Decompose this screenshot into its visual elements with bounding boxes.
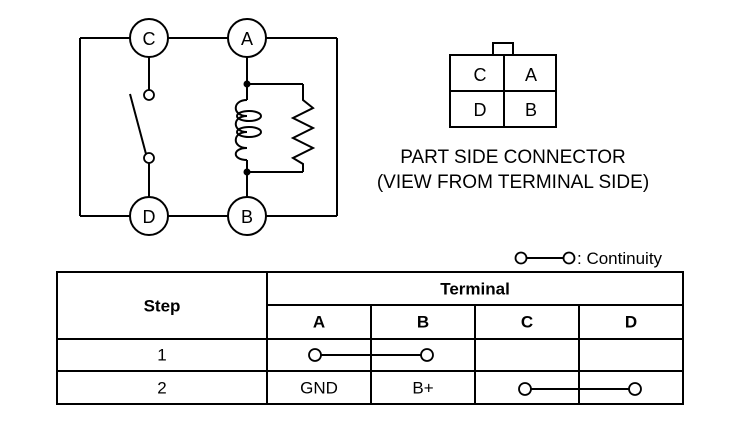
table-row1-continuity-a-b xyxy=(308,348,434,362)
table-header-terminal: Terminal xyxy=(440,280,510,299)
legend-circle-right xyxy=(562,251,576,265)
connector-cell-b: B xyxy=(525,100,537,120)
terminal-a-label: A xyxy=(241,29,253,49)
connector-caption-line2: (VIEW FROM TERMINAL SIDE) xyxy=(377,172,649,193)
terminal-d-label: D xyxy=(143,207,156,227)
terminal-b-label: B xyxy=(241,207,253,227)
connector-latch xyxy=(492,42,514,56)
coil-core-2 xyxy=(236,126,262,138)
terminal-d: D xyxy=(129,196,169,236)
table-row2-col-a: GND xyxy=(300,379,338,398)
table-row1-step: 1 xyxy=(157,346,166,365)
table-row2-continuity-c-d xyxy=(518,382,642,396)
connector-caption-line1: PART SIDE CONNECTOR xyxy=(400,147,626,168)
table-row2-step: 2 xyxy=(157,379,166,398)
coil-core-1 xyxy=(236,110,262,122)
table-header-col-b: B xyxy=(417,313,429,332)
terminal-c-label: C xyxy=(143,29,156,49)
legend-circle-left xyxy=(514,251,528,265)
switch-contact-top xyxy=(143,89,155,101)
legend-text: : Continuity xyxy=(577,249,663,268)
table-header-col-a: A xyxy=(313,313,325,332)
connector-cell-a: A xyxy=(525,65,537,85)
terminal-b: B xyxy=(227,196,267,236)
resistor-zigzag xyxy=(290,84,316,172)
terminal-a: A xyxy=(227,18,267,58)
inspection-table: Step Terminal A B C D 1 2 GND B+ xyxy=(56,271,684,405)
switch-blade xyxy=(129,93,147,155)
table-row2-col-b: B+ xyxy=(412,379,433,398)
coil-winding xyxy=(234,99,248,161)
part-side-connector: C A D B xyxy=(449,42,557,128)
terminal-c: C xyxy=(129,18,169,58)
connector-cell-d: D xyxy=(474,100,487,120)
relay-schematic: C A D B xyxy=(79,18,338,236)
table-header-step: Step xyxy=(144,297,181,316)
table-header-col-d: D xyxy=(625,313,637,332)
switch-contact-bottom xyxy=(143,152,155,164)
continuity-legend: : Continuity xyxy=(514,249,663,268)
table-header-col-c: C xyxy=(521,313,533,332)
connector-cell-c: C xyxy=(474,65,487,85)
